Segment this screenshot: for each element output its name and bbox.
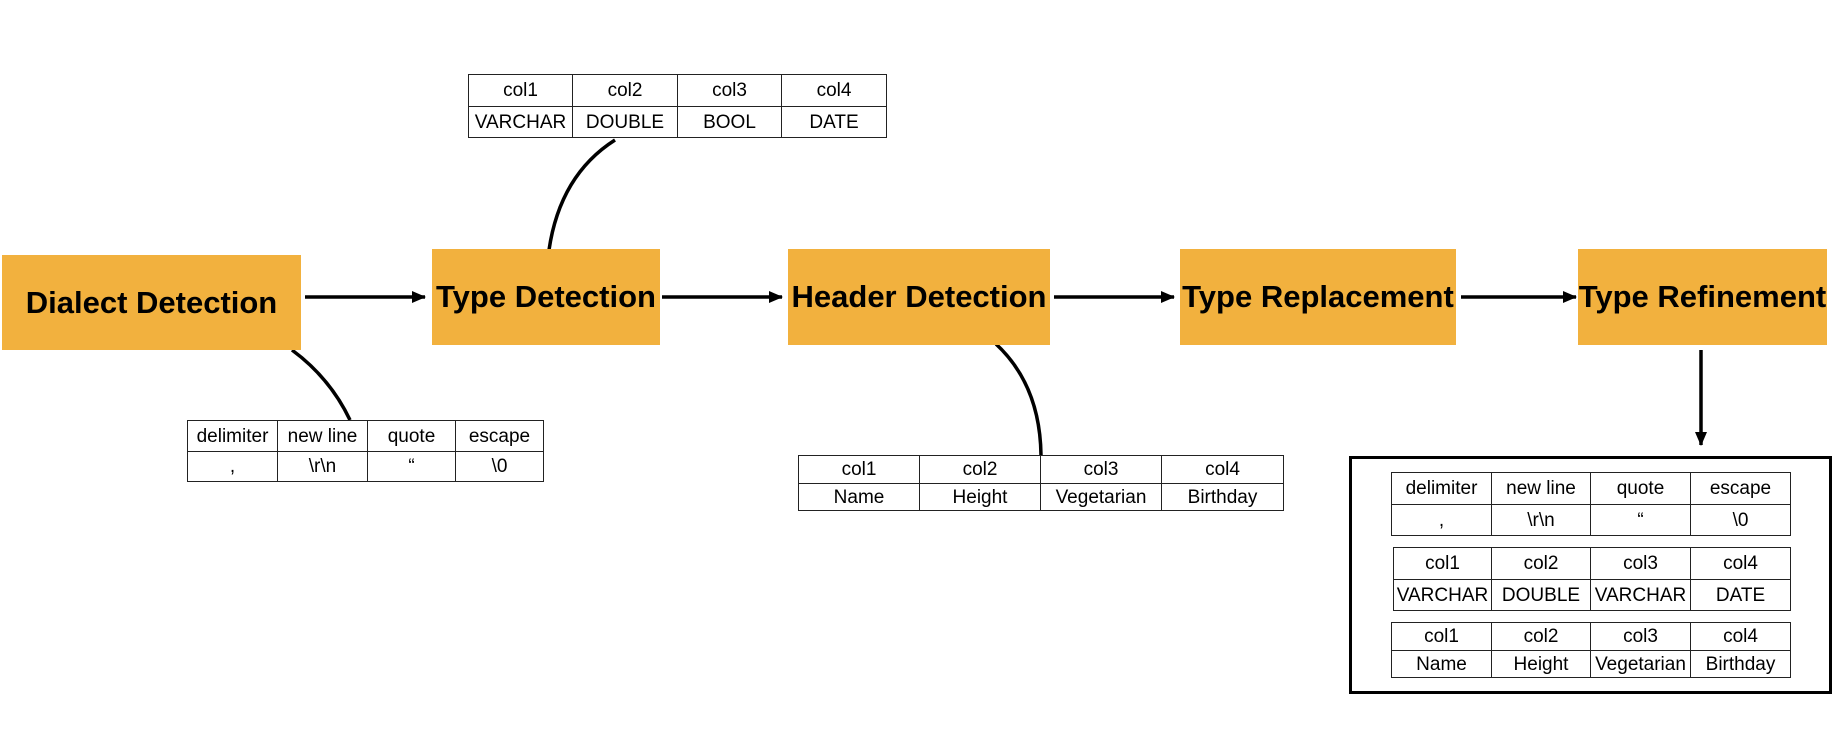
result-types-value-col2: DOUBLE — [1491, 579, 1591, 611]
dialect-header-escape: escape — [455, 420, 544, 452]
connector-header-table — [994, 342, 1043, 456]
types-table: col1 col2 col3 col4 VARCHAR DOUBLE BOOL … — [468, 74, 887, 138]
dialect-header-newline: new line — [277, 420, 368, 452]
result-header-value-col3: Vegetarian — [1590, 650, 1691, 678]
stage-type-detection: Type Detection — [432, 249, 660, 345]
dialect-value-escape: \0 — [455, 451, 544, 482]
result-dialect-value-delimiter: , — [1391, 504, 1492, 536]
dialect-table: delimiter new line quote escape , \r\n “… — [187, 420, 544, 482]
result-dialect-header-quote: quote — [1590, 472, 1691, 505]
header-header-col2: col2 — [919, 455, 1041, 484]
connector-dialect-table — [290, 348, 352, 421]
result-types-header-col2: col2 — [1491, 547, 1591, 580]
types-value-col1: VARCHAR — [468, 106, 573, 138]
result-header-value-col1: Name — [1391, 650, 1492, 678]
header-table: col1 col2 col3 col4 Name Height Vegetari… — [798, 455, 1284, 511]
dialect-value-quote: “ — [367, 451, 456, 482]
connector-types-table — [547, 138, 616, 251]
header-value-col2: Height — [919, 483, 1041, 511]
result-header-header-col1: col1 — [1391, 622, 1492, 651]
header-header-col1: col1 — [798, 455, 920, 484]
types-value-col4: DATE — [781, 106, 887, 138]
result-header-value-col2: Height — [1491, 650, 1591, 678]
types-value-col3: BOOL — [677, 106, 782, 138]
header-header-col3: col3 — [1040, 455, 1162, 484]
result-header-header-col3: col3 — [1590, 622, 1691, 651]
stage-dialect-detection: Dialect Detection — [2, 255, 301, 350]
result-types-value-col3: VARCHAR — [1590, 579, 1691, 611]
stage-header-detection: Header Detection — [788, 249, 1050, 345]
dialect-value-newline: \r\n — [277, 451, 368, 482]
header-value-col3: Vegetarian — [1040, 483, 1162, 511]
result-types-header-col4: col4 — [1690, 547, 1791, 580]
result-dialect-header-newline: new line — [1491, 472, 1591, 505]
result-dialect-value-escape: \0 — [1690, 504, 1791, 536]
result-dialect-value-newline: \r\n — [1491, 504, 1591, 536]
types-header-col2: col2 — [572, 74, 678, 107]
result-types-value-col4: DATE — [1690, 579, 1791, 611]
types-header-col4: col4 — [781, 74, 887, 107]
result-header-header-col2: col2 — [1491, 622, 1591, 651]
result-types-header-col1: col1 — [1393, 547, 1492, 580]
result-dialect-table: delimiter new line quote escape , \r\n “… — [1391, 472, 1791, 536]
dialect-value-delimiter: , — [187, 451, 278, 482]
result-header-table: col1 col2 col3 col4 Name Height Vegetari… — [1391, 622, 1791, 678]
types-header-col1: col1 — [468, 74, 573, 107]
header-value-col1: Name — [798, 483, 920, 511]
result-types-value-col1: VARCHAR — [1393, 579, 1492, 611]
result-dialect-header-escape: escape — [1690, 472, 1791, 505]
result-dialect-value-quote: “ — [1590, 504, 1691, 536]
result-types-header-col3: col3 — [1590, 547, 1691, 580]
header-header-col4: col4 — [1161, 455, 1284, 484]
types-value-col2: DOUBLE — [572, 106, 678, 138]
dialect-header-delimiter: delimiter — [187, 420, 278, 452]
result-header-header-col4: col4 — [1690, 622, 1791, 651]
types-header-col3: col3 — [677, 74, 782, 107]
stage-type-refinement: Type Refinement — [1578, 249, 1827, 345]
result-header-value-col4: Birthday — [1690, 650, 1791, 678]
header-value-col4: Birthday — [1161, 483, 1284, 511]
stage-type-replacement: Type Replacement — [1180, 249, 1456, 345]
result-dialect-header-delimiter: delimiter — [1391, 472, 1492, 505]
result-types-table: col1 col2 col3 col4 VARCHAR DOUBLE VARCH… — [1393, 547, 1791, 611]
dialect-header-quote: quote — [367, 420, 456, 452]
